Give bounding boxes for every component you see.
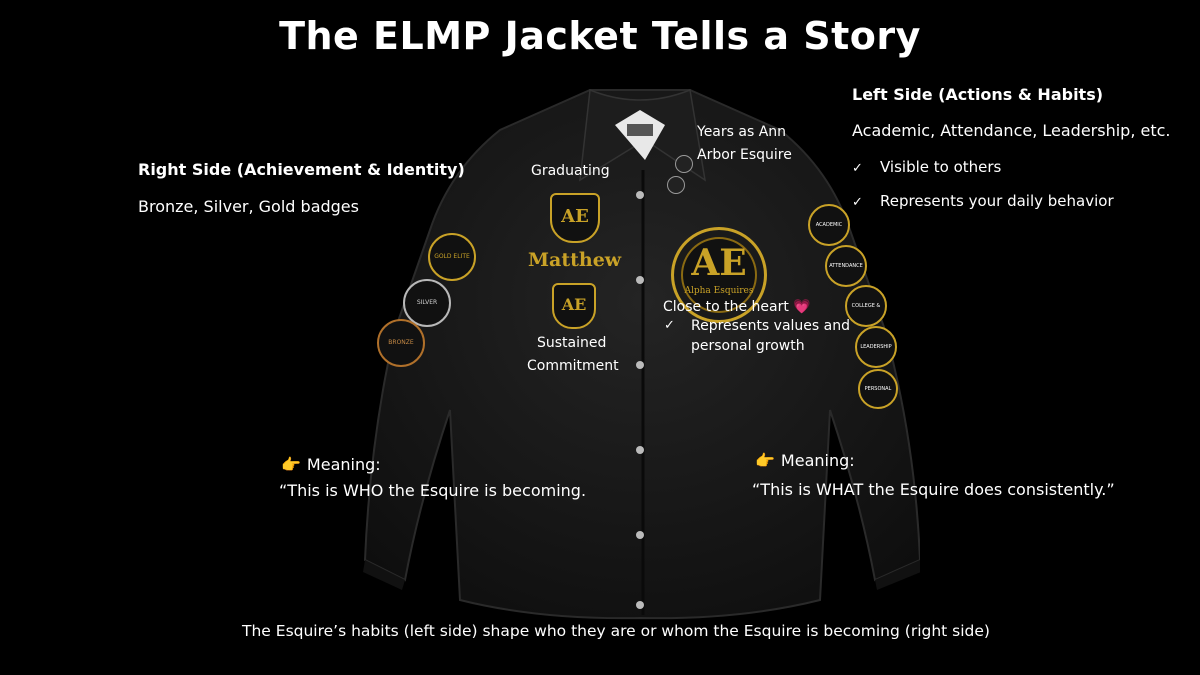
check-icon: ✓ [664,318,675,333]
left-side-bullet: ✓Visible to others [852,158,1002,176]
sustained-shield-icon: AE [552,283,596,329]
graduating-label: Graduating [531,163,610,179]
check-icon: ✓ [852,161,863,176]
main-emblem: AE Alpha Esquires [671,227,767,323]
collar-pin-icon [675,155,693,173]
personal-growth-badge-icon: PERSONAL GROWTH REFLECTION [858,369,898,409]
meaning-right-label: 👉Meaning: [755,451,855,470]
bronze-badge-icon: BRONZE RISING LEADER [377,319,425,367]
leadership-badge-icon: LEADERSHIP CONDUCT [855,326,897,368]
page-title: The ELMP Jacket Tells a Story [279,14,921,58]
pointing-hand-icon: 👉 [755,451,775,470]
heart-bullet-line2: personal growth [691,338,805,354]
attendance-badge-icon: ATTENDANCE PARTICIPATION [825,245,867,287]
emblem-subtitle: Alpha Esquires [684,286,754,296]
meaning-left-label: 👉Meaning: [281,455,381,474]
silver-badge-icon: SILVER DEDICATED SCHOLAR [403,279,451,327]
heart-label-text: Close to the heart [663,299,789,315]
college-career-badge-icon: COLLEGE & CAREER READINESS [845,285,887,327]
jacket-illustration [363,88,920,620]
heart-label: Close to the heart 💗 [663,299,811,315]
meaning-left-quote: “This is WHO the Esquire is becoming. [279,481,587,500]
years-label-line1: Years as Ann [697,124,787,140]
left-side-bullet: ✓Represents your daily behavior [852,192,1114,210]
heart-bullet-line1: Represents values and [691,318,850,334]
right-side-subtext: Bronze, Silver, Gold badges [138,197,359,216]
left-side-subtext: Academic, Attendance, Leadership, etc. [852,121,1171,140]
pointing-hand-icon: 👉 [281,455,301,474]
heart-icon: 💗 [793,299,811,315]
right-side-heading: Right Side (Achievement & Identity) [138,160,465,179]
meaning-right-quote: “This is WHAT the Esquire does consisten… [752,480,1115,499]
left-side-heading: Left Side (Actions & Habits) [852,85,1104,104]
gold-badge-icon: GOLD ELITE ESQUIRE [428,233,476,281]
academic-badge-icon: ACADEMIC PERFORMANCE [808,204,850,246]
sustained-label-line1: Sustained [537,335,607,351]
years-label-line2: Arbor Esquire [697,147,792,163]
graduating-shield-icon: AE [550,193,600,243]
collar-pin-icon [667,176,685,194]
sustained-label-line2: Commitment [527,358,619,374]
check-icon: ✓ [852,195,863,210]
jacket-name: Matthew [528,249,622,271]
emblem-monogram: AE [691,242,747,284]
footer-caption: The Esquire’s habits (left side) shape w… [242,622,990,640]
